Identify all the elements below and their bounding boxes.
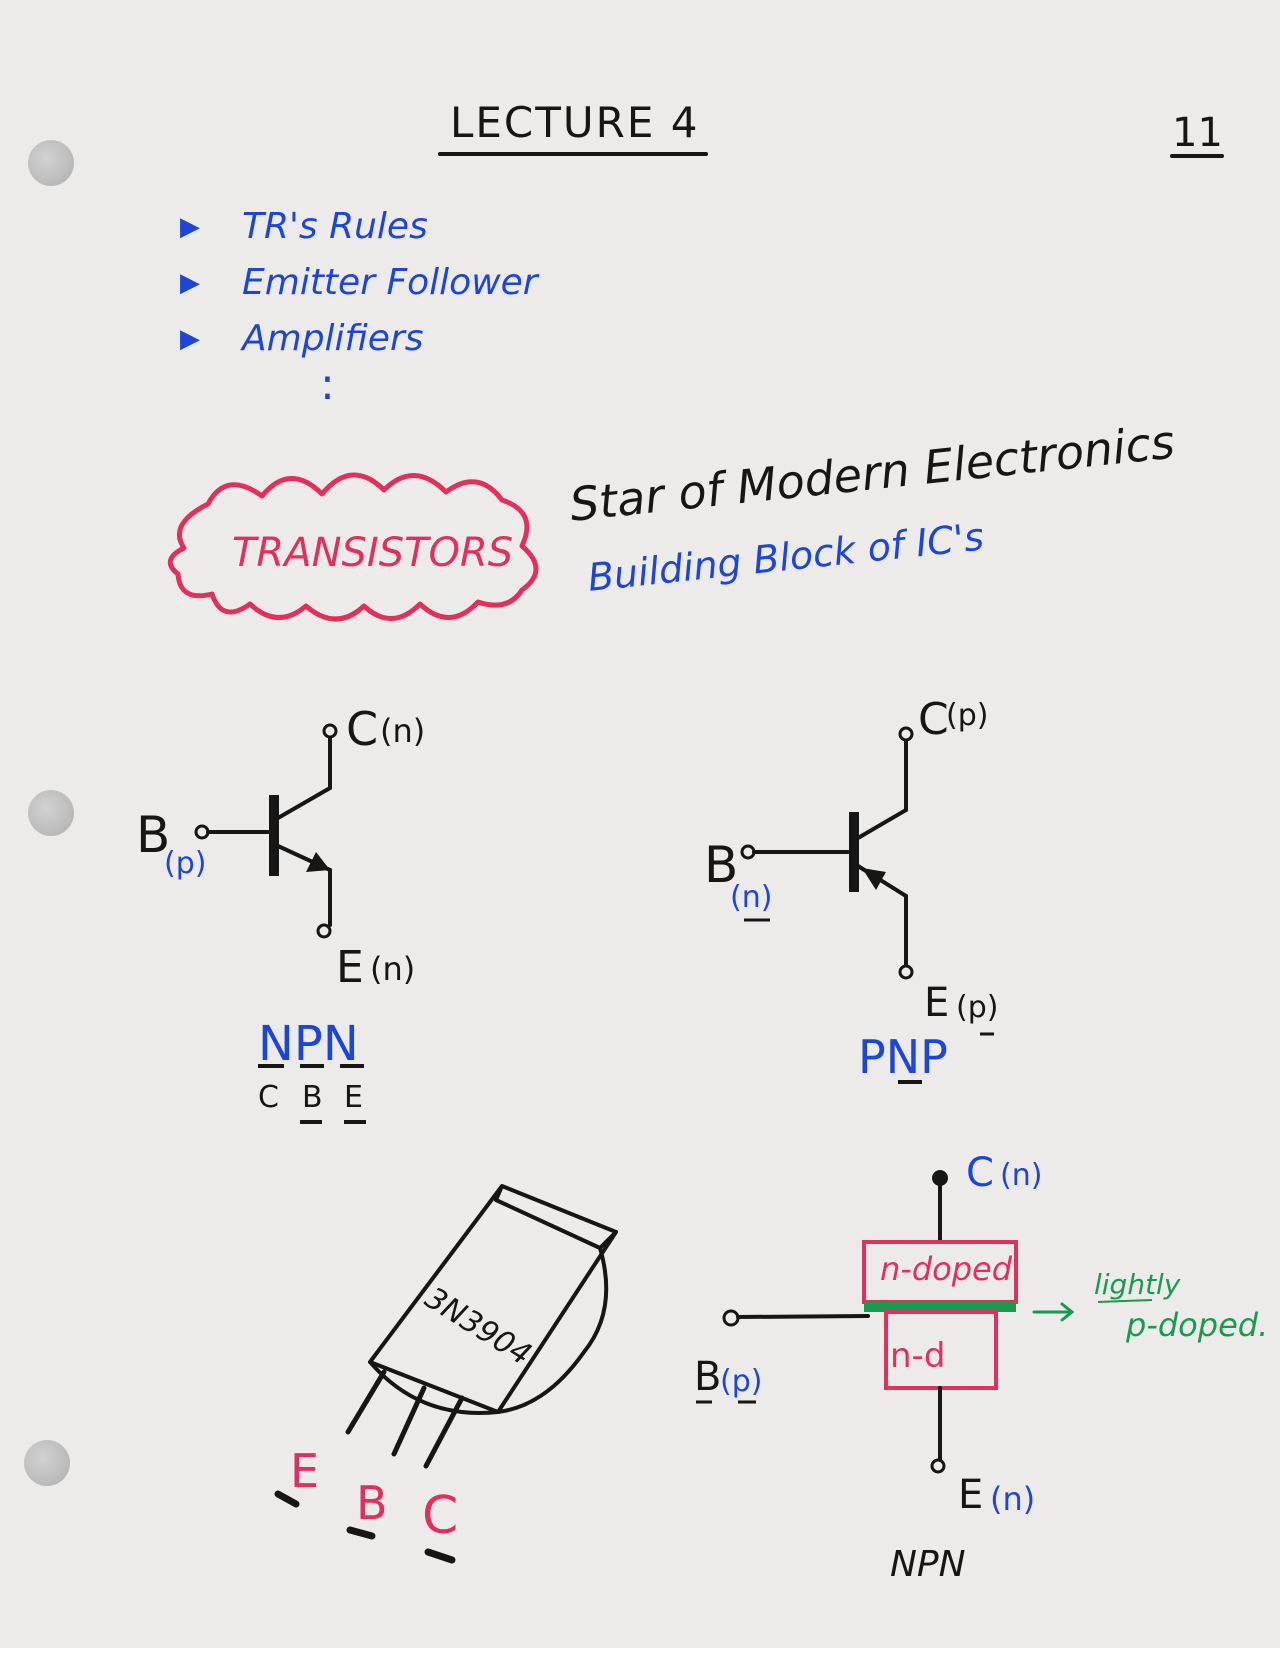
structure-collector-label: C: [966, 1150, 994, 1196]
package-pin-c: C: [422, 1486, 459, 1546]
pnp-base-label: B: [704, 836, 739, 894]
pnp-collector-terminal: [898, 726, 914, 742]
npn-base-label: B: [136, 806, 171, 864]
page-number: 11: [1172, 110, 1223, 156]
base-region-note-line1: lightly: [1094, 1268, 1181, 1301]
npn-collector-label: C: [346, 702, 379, 756]
structure-collector-type: (n): [1000, 1158, 1043, 1193]
pnp-caption: PNP: [858, 1030, 948, 1084]
pnp-collector-type: (p): [946, 698, 989, 733]
pnp-emitter-type: (p): [956, 990, 999, 1025]
transistors-label: TRANSISTORS: [232, 530, 514, 576]
npn-emitter-terminal: [316, 923, 332, 939]
npn-collector-type: (n): [380, 712, 426, 750]
topic-item: Emitter Follower: [242, 262, 538, 303]
pnp-collector-label: C: [918, 694, 949, 745]
continuation-dots: :: [320, 359, 335, 410]
npn-emitter-type: (n): [370, 950, 416, 988]
npn-caption: NPN: [258, 1016, 359, 1072]
page-title: LECTURE 4: [450, 98, 700, 147]
binder-hole-top: [28, 140, 74, 186]
binder-hole-bottom: [24, 1440, 70, 1486]
npn-pin-b: B: [302, 1080, 323, 1115]
structure-emitter-label: E: [958, 1472, 984, 1518]
npn-transistor-symbol: [194, 723, 338, 939]
npn-pin-c: C: [258, 1080, 279, 1115]
package-pin-e: E: [290, 1444, 320, 1498]
npn-base-type: (p): [164, 846, 207, 881]
binder-hole-middle: [28, 790, 74, 836]
structure-emitter-type: (n): [990, 1480, 1036, 1518]
pnp-emitter-label: E: [924, 980, 950, 1026]
structure-base-type: (p): [720, 1364, 763, 1399]
pnp-transistor-symbol: [740, 726, 914, 980]
to92-package-drawing: [274, 1184, 618, 1564]
npn-emitter-label: E: [336, 942, 364, 993]
structure-base-label: B: [694, 1354, 722, 1400]
npn-collector-terminal: [322, 723, 338, 739]
structure-caption: NPN: [890, 1544, 966, 1585]
topic-bullet-icon: ▶: [180, 324, 200, 354]
npn-structure-diagram: [722, 1170, 1153, 1474]
transistors-cloud-outline: [167, 472, 539, 622]
topic-bullet-icon: ▶: [180, 212, 200, 242]
pnp-base-type: (n): [730, 880, 773, 915]
top-layer-label: n-doped: [880, 1250, 1013, 1288]
base-region-note-line2: p-doped.: [1126, 1306, 1269, 1344]
package-pin-b: B: [356, 1476, 388, 1530]
topic-bullet-icon: ▶: [180, 268, 200, 298]
npn-pin-e: E: [344, 1080, 363, 1115]
pnp-emitter-terminal: [898, 964, 914, 980]
bottom-layer-label: n-d: [890, 1336, 946, 1376]
topic-item: Amplifiers: [242, 318, 424, 359]
topic-item: TR's Rules: [242, 206, 428, 247]
